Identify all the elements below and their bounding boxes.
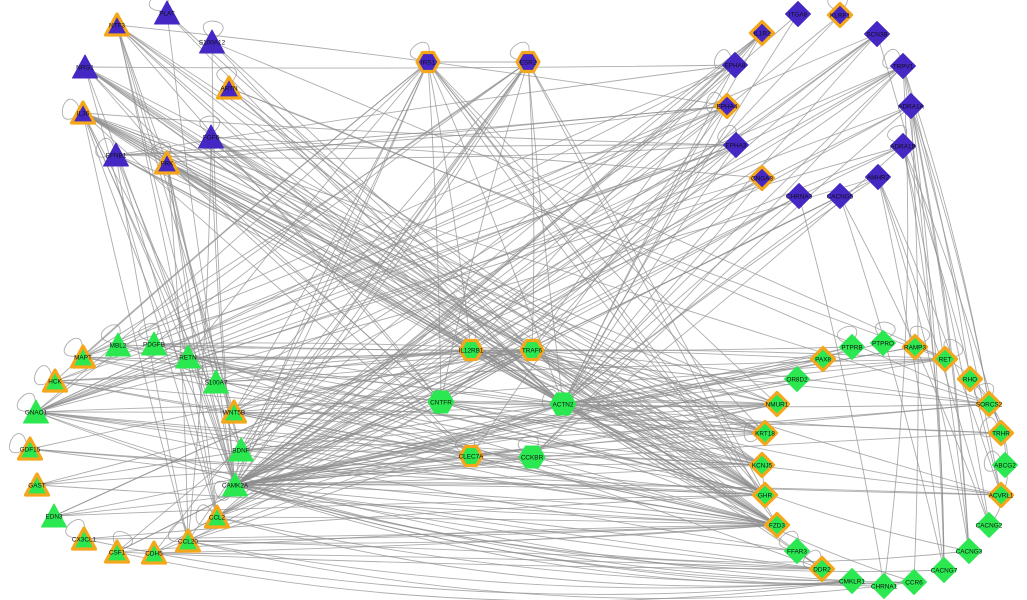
svg-text:CHRNA3: CHRNA3 [786, 194, 813, 201]
svg-text:FFAR3: FFAR3 [787, 549, 807, 556]
svg-text:EDN3: EDN3 [45, 514, 62, 521]
svg-text:CDH5: CDH5 [145, 551, 163, 558]
svg-text:CACNG5: CACNG5 [827, 194, 854, 201]
svg-text:PLAT: PLAT [159, 11, 175, 18]
svg-text:IL12RB1: IL12RB1 [459, 348, 484, 355]
svg-text:DDR2: DDR2 [813, 567, 831, 574]
svg-text:NRG1: NRG1 [76, 65, 94, 72]
svg-text:S100A12: S100A12 [199, 40, 226, 47]
svg-text:CSF1: CSF1 [109, 550, 126, 557]
svg-text:GHR: GHR [758, 493, 773, 500]
svg-text:FZD3: FZD3 [769, 523, 785, 530]
svg-text:SCN3B: SCN3B [866, 32, 887, 39]
svg-text:RETN: RETN [179, 355, 197, 362]
svg-text:CNTFR: CNTFR [430, 400, 452, 407]
svg-text:ACVRL1: ACVRL1 [989, 493, 1014, 500]
svg-text:IL36: IL36 [77, 111, 90, 118]
svg-text:GDF15: GDF15 [20, 447, 41, 454]
svg-text:GNAO1: GNAO1 [25, 410, 48, 417]
svg-text:TRHR: TRHR [992, 431, 1010, 438]
svg-text:KLRF1: KLRF1 [830, 13, 850, 20]
svg-text:CX3CL1: CX3CL1 [72, 537, 97, 544]
svg-text:S100A7: S100A7 [205, 380, 228, 387]
svg-text:CCL2: CCL2 [209, 515, 226, 522]
svg-text:PDGFB: PDGFB [143, 342, 165, 349]
svg-text:CAMK2A: CAMK2A [222, 483, 249, 490]
svg-text:CCKBR: CCKBR [521, 455, 544, 462]
svg-text:OR8D2: OR8D2 [786, 377, 808, 384]
svg-text:GAST: GAST [28, 483, 45, 490]
svg-text:PTPRO: PTPRO [872, 341, 894, 348]
svg-text:WNT5B: WNT5B [223, 410, 245, 417]
svg-text:IRS1: IRS1 [421, 60, 436, 67]
svg-text:SORCS2: SORCS2 [976, 402, 1003, 409]
svg-text:PAX8: PAX8 [815, 357, 831, 364]
svg-text:CHRNA1: CHRNA1 [871, 584, 898, 591]
svg-text:IL1R2: IL1R2 [753, 31, 770, 38]
svg-text:RET: RET [939, 357, 952, 364]
svg-text:NMUR1: NMUR1 [766, 402, 789, 409]
svg-text:RAMP3: RAMP3 [904, 345, 926, 352]
svg-text:EPHA8: EPHA8 [725, 63, 746, 70]
svg-text:EFNB1: EFNB1 [106, 153, 127, 160]
svg-text:CNGA3: CNGA3 [751, 176, 773, 183]
svg-text:ADRA1A: ADRA1A [898, 104, 924, 111]
svg-text:EPHA3: EPHA3 [726, 143, 747, 150]
svg-text:ABCG2: ABCG2 [994, 463, 1016, 470]
svg-text:CMKLR1: CMKLR1 [839, 579, 865, 586]
svg-text:FRK: FRK [161, 161, 175, 168]
svg-text:HCK: HCK [48, 379, 62, 386]
svg-text:CCL20: CCL20 [178, 539, 198, 546]
svg-text:CACNG7: CACNG7 [931, 568, 958, 575]
svg-text:ACTN2: ACTN2 [553, 402, 574, 409]
svg-text:AMHR2: AMHR2 [867, 175, 890, 182]
svg-text:CCR6: CCR6 [905, 580, 923, 587]
svg-text:EPHA4: EPHA4 [717, 104, 738, 111]
svg-text:PTPRB: PTPRB [841, 345, 862, 352]
svg-text:ESR2: ESR2 [520, 60, 537, 67]
svg-text:CACNG3: CACNG3 [956, 549, 983, 556]
svg-text:CLEC7A: CLEC7A [459, 454, 485, 461]
svg-text:MBL2: MBL2 [110, 343, 127, 350]
svg-text:FGF6: FGF6 [203, 135, 220, 142]
svg-text:KRT18: KRT18 [755, 431, 775, 438]
svg-text:NTF3: NTF3 [109, 23, 125, 30]
svg-text:KCNJ5: KCNJ5 [752, 463, 773, 470]
svg-text:ARTN: ARTN [220, 86, 238, 93]
svg-text:BDNF: BDNF [232, 448, 249, 455]
svg-text:CACNG2: CACNG2 [976, 523, 1003, 530]
svg-text:MAPT: MAPT [74, 355, 92, 362]
svg-text:ITGA8: ITGA8 [789, 12, 808, 19]
svg-text:ADRA1B: ADRA1B [890, 144, 916, 151]
svg-text:TRPV1: TRPV1 [893, 64, 914, 71]
svg-text:TRAF6: TRAF6 [522, 348, 543, 355]
svg-text:RHO: RHO [963, 377, 977, 384]
